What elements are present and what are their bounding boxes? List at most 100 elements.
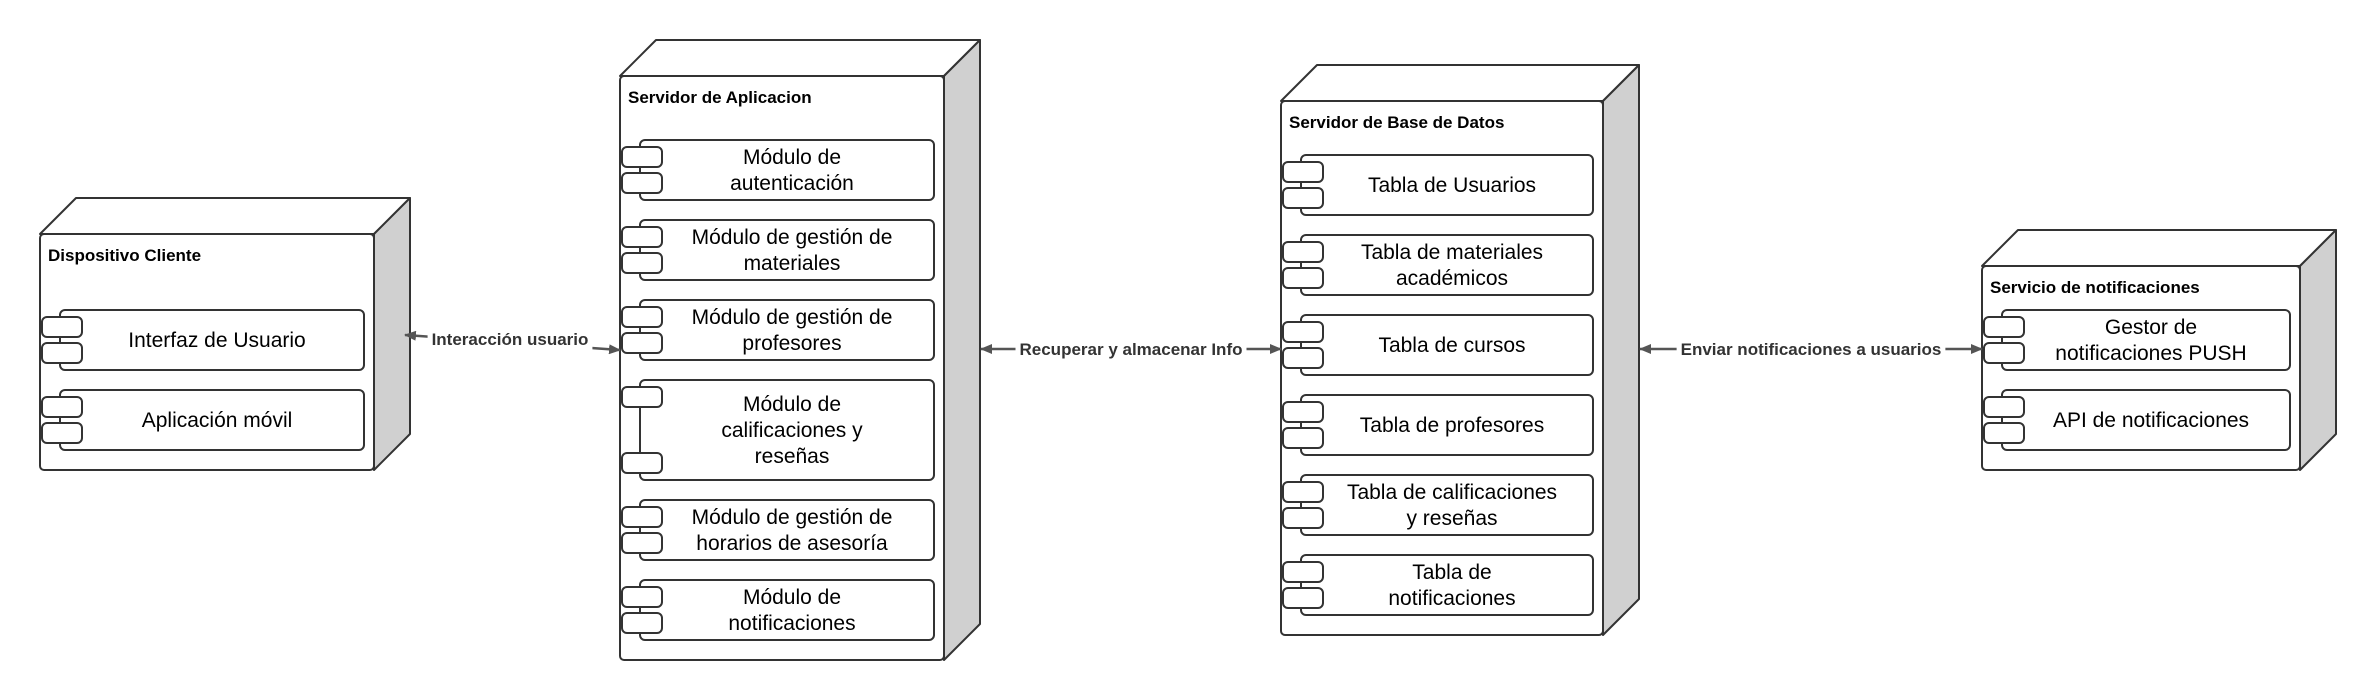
component-label: Tabla de cursos xyxy=(1378,334,1525,357)
component-label: académicos xyxy=(1396,267,1508,290)
node-title: Dispositivo Cliente xyxy=(48,246,201,265)
component: Tabla de profesores xyxy=(1282,394,1594,456)
component-box xyxy=(1300,154,1594,216)
node-top-face xyxy=(1280,64,1640,102)
node-top-face xyxy=(619,39,981,77)
connector-recuperar-almacenar: Recuperar y almacenar Info xyxy=(980,339,1282,360)
component-port-icon xyxy=(41,342,83,364)
component-box xyxy=(639,379,935,481)
node-top-face xyxy=(39,197,411,235)
component: API de notificaciones xyxy=(1983,389,2291,451)
component: Aplicación móvil xyxy=(41,389,365,451)
component: Tabla de Usuarios xyxy=(1282,154,1594,216)
component-port-icon xyxy=(621,532,663,554)
component-label: Tabla de calificaciones xyxy=(1347,481,1557,504)
component-label: Tabla de xyxy=(1412,561,1491,584)
component: Módulo de gestión de profesores xyxy=(621,299,935,361)
component: Gestor de notificaciones PUSH xyxy=(1983,309,2291,371)
connector-interaccion-usuario: Interacción usuario xyxy=(404,329,621,355)
component-label: materiales xyxy=(744,252,841,275)
component-port-icon xyxy=(41,422,83,444)
node-title: Servidor de Aplicacion xyxy=(628,88,812,107)
component-label: Módulo de gestión de xyxy=(692,506,893,529)
component-port-icon xyxy=(1282,507,1324,529)
component-port-icon xyxy=(1282,401,1324,423)
component-box xyxy=(639,219,935,281)
component-port-icon xyxy=(1282,561,1324,583)
node-top-face xyxy=(1981,229,2337,267)
connector-label: Enviar notificaciones a usuarios xyxy=(1681,340,1942,359)
connector-label-bg xyxy=(427,329,593,350)
component-label: calificaciones y xyxy=(721,419,863,442)
node-side-face xyxy=(1602,64,1640,636)
component: Tabla de cursos xyxy=(1282,314,1594,376)
component-port-icon xyxy=(41,396,83,418)
component-label: y reseñas xyxy=(1406,507,1497,530)
component-port-icon xyxy=(1282,321,1324,343)
node-title: Servicio de notificaciones xyxy=(1990,278,2200,297)
component-port-icon xyxy=(1282,481,1324,503)
component-port-icon xyxy=(621,612,663,634)
component-port-icon xyxy=(621,306,663,328)
component-label: Interfaz de Usuario xyxy=(128,329,305,352)
component-port-icon xyxy=(1983,342,2025,364)
component: Tabla de calificaciones y reseñas xyxy=(1282,474,1594,536)
component-box xyxy=(59,309,365,371)
component: Tabla de materiales académicos xyxy=(1282,234,1594,296)
component-port-icon xyxy=(621,506,663,528)
node-side-face xyxy=(2299,229,2337,471)
component-label: autenticación xyxy=(730,172,854,195)
component-port-icon xyxy=(1983,396,2025,418)
component-label: reseñas xyxy=(755,445,830,468)
component-label: notificaciones PUSH xyxy=(2055,342,2246,365)
component-port-icon xyxy=(621,146,663,168)
component-box xyxy=(2001,309,2291,371)
component-port-icon xyxy=(1282,267,1324,289)
component-box xyxy=(639,499,935,561)
node-side-face xyxy=(943,39,981,661)
component-label: Módulo de gestión de xyxy=(692,306,893,329)
component-box xyxy=(1300,234,1594,296)
component-port-icon xyxy=(621,386,663,408)
component-port-icon xyxy=(41,316,83,338)
component-box xyxy=(1300,394,1594,456)
connector-label-bg xyxy=(1015,339,1247,360)
component-label: Módulo de gestión de xyxy=(692,226,893,249)
component-label: Gestor de xyxy=(2105,316,2197,339)
component-box xyxy=(1300,314,1594,376)
component: Interfaz de Usuario xyxy=(41,309,365,371)
component-port-icon xyxy=(1282,347,1324,369)
component: Tabla de notificaciones xyxy=(1282,554,1594,616)
component-label: notificaciones xyxy=(728,612,855,635)
component-box xyxy=(2001,389,2291,451)
component-port-icon xyxy=(1282,187,1324,209)
component-port-icon xyxy=(1282,427,1324,449)
component-port-icon xyxy=(621,226,663,248)
component-box xyxy=(639,579,935,641)
component-label: Módulo de xyxy=(743,393,841,416)
component-label: Tabla de Usuarios xyxy=(1368,174,1536,197)
component: Módulo de calificaciones y reseñas xyxy=(621,379,935,481)
component-box xyxy=(1300,474,1594,536)
component-port-icon xyxy=(1282,587,1324,609)
component-port-icon xyxy=(1282,241,1324,263)
node-side-face xyxy=(373,197,411,471)
component-box xyxy=(1300,554,1594,616)
component-box xyxy=(639,299,935,361)
connector-enviar-notificaciones: Enviar notificaciones a usuarios xyxy=(1639,339,1983,360)
component-label: horarios de asesoría xyxy=(696,532,888,555)
component-port-icon xyxy=(621,172,663,194)
component-label: notificaciones xyxy=(1388,587,1515,610)
component-label: profesores xyxy=(742,332,841,355)
component-port-icon xyxy=(621,332,663,354)
component-port-icon xyxy=(621,452,663,474)
component-label: API de notificaciones xyxy=(2053,409,2249,432)
component-label: Tabla de materiales xyxy=(1361,241,1543,264)
node-title: Servidor de Base de Datos xyxy=(1289,113,1504,132)
